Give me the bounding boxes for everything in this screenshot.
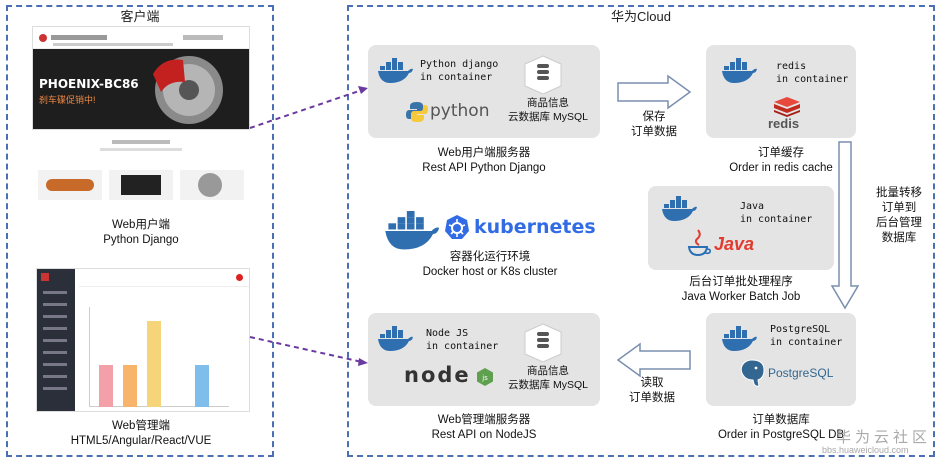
docker-icon [662,196,697,221]
django-caption-2: Rest API Python Django [422,162,546,174]
database-icon [524,323,562,362]
node-logo-text: node [404,363,471,387]
batch-transfer-label: 批量转移 订单到 后台管理 数据库 [876,187,922,244]
k8s-caption-1: 容器化运行环境 [449,251,531,263]
node-caption-2: Rest API on NodeJS [431,429,537,441]
brake-disc-icon [153,56,223,124]
kubernetes-logo-text: kubernetes [474,216,596,238]
docker-icon [722,326,757,351]
elephant-icon [740,359,765,387]
batch-transfer-arrow-icon [830,141,860,310]
postgres-db-box [706,313,856,406]
save-arrow-icon [617,74,692,110]
django-server-box [368,45,600,138]
banner-title: PHOENIX-BC86 [39,77,139,91]
docker-whale-icon [385,211,440,250]
save-order-label: 保存 订单数据 [631,111,677,138]
django-caption-1: Web用户端服务器 [437,147,531,159]
redis-cache-box [706,45,856,138]
postgres-container-label: PostgreSQL in container [770,324,843,348]
product-strip [32,136,250,206]
read-order-label: 读取 订单数据 [629,377,675,404]
node-container-label: Node JS in container [426,328,499,352]
k8s-caption-2: Docker host or K8s cluster [422,266,558,278]
watermark-title: 华为云社区 [836,429,932,446]
postgres-logo-text: PostgreSQL [768,366,834,380]
docker-icon [378,326,413,351]
watermark-url: bbs.huaweicloud.com [822,445,909,455]
web-user-caption-1: Web用户端 [112,219,170,231]
django-container-label: Python django in container [420,59,499,83]
web-user-caption-2: Python Django [103,234,179,246]
java-logo-text: Java [714,234,755,254]
node-server-box [368,313,600,406]
redis-logo-text: redis [768,116,800,131]
java-container-label: Java in container [740,201,813,225]
banner-subtitle: 刹车碟促销中! [39,95,96,105]
svg-text:js: js [481,374,488,382]
java-cup-icon [687,229,711,257]
web-admin-screenshot [36,268,250,412]
postgres-caption-1: 订单数据库 [752,414,810,426]
client-zone: 客户端 [6,5,274,457]
redis-container-label: redis in container [776,61,849,85]
web-admin-caption-1: Web管理端 [112,420,170,432]
redis-caption-1: 订单缓存 [758,147,804,159]
cloud-zone: 华为Cloud [347,5,935,457]
redis-cube-icon [774,97,800,117]
web-admin-caption-2: HTML5/Angular/React/VUE [70,435,212,447]
cloud-zone-title: 华为Cloud [611,9,671,24]
database-icon [524,55,562,94]
postgres-caption-2: Order in PostgreSQL DB [717,429,845,441]
node-hex-icon: js [477,368,493,386]
client-zone-title: 客户端 [120,9,160,24]
redis-caption-2: Order in redis cache [729,162,833,174]
node-caption-1: Web管理端服务器 [437,414,531,426]
kubernetes-icon [445,215,469,239]
read-arrow-icon [616,342,691,378]
docker-icon [722,58,757,83]
java-caption-1: 后台订单批处理程序 [689,276,793,288]
web-user-screenshot: PHOENIX-BC86 刹车碟促销中! [32,26,250,130]
django-db-label: 商品信息 云数据库 MySQL [508,97,588,123]
node-db-label: 商品信息 云数据库 MySQL [508,365,588,391]
python-icon [406,102,428,122]
python-logo-text: python [430,101,490,121]
docker-icon [378,58,413,83]
java-caption-2: Java Worker Batch Job [681,291,801,303]
